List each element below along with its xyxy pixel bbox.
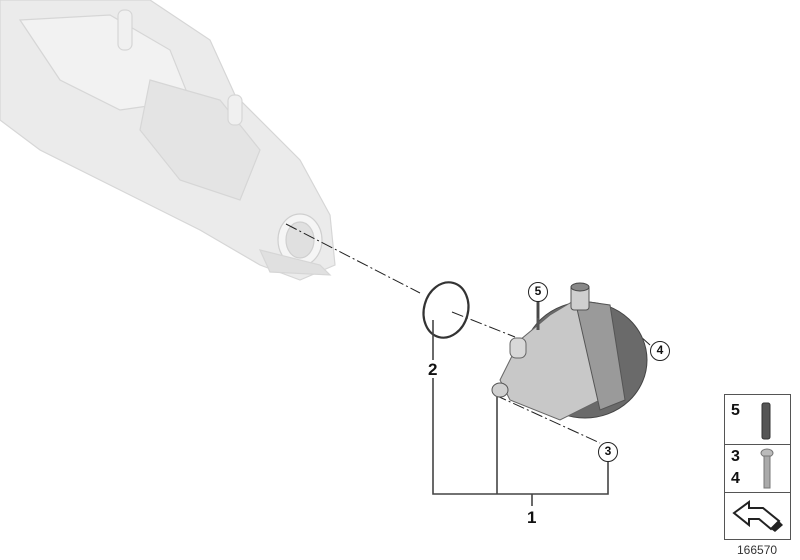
bolt-icon [760,448,774,489]
sleeve-icon [761,402,771,440]
gasket-ring [422,281,470,339]
vacuum-pump [491,282,648,421]
legend-row-kit [725,493,790,539]
legend-label: 3 [731,448,740,465]
callout-5: 5 [528,282,548,302]
legend-row-5: 5 [725,395,790,445]
legend-label: 4 [731,470,740,487]
engine-housing [0,0,336,281]
kit-arrow-icon [732,500,783,532]
callout-4: 4 [650,341,670,361]
callout-1: 1 [527,508,537,527]
parts-legend: 5 3 4 [724,394,791,540]
legend-row-3-4: 3 4 [725,445,790,493]
callout-2: 2 [428,360,438,379]
callout-3: 3 [598,442,618,462]
image-number: 166570 [737,543,778,557]
legend-label: 5 [731,402,740,419]
